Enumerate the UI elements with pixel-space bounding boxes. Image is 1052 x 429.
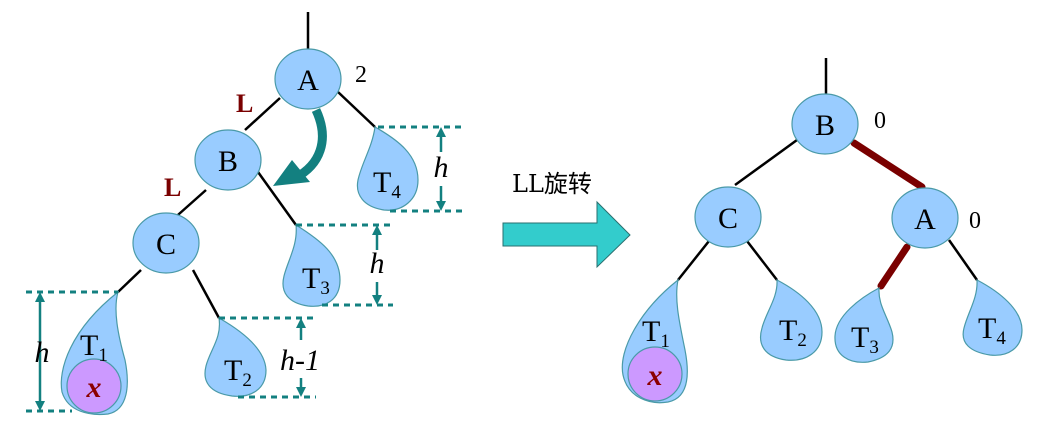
height-label-T3: h (370, 247, 385, 280)
subtree-T4-label: T4 (978, 312, 1006, 349)
edge-A-T3-highlight (877, 243, 911, 290)
edge-C-T1 (117, 269, 142, 293)
node-A (274, 48, 342, 110)
subtree-T2 (760, 278, 823, 361)
subtree-T4-label: T4 (373, 166, 401, 203)
node-B-label: B (218, 145, 238, 178)
inserted-node-x (627, 346, 683, 402)
node-A (891, 187, 959, 249)
subtree-T2-label: T2 (779, 314, 807, 351)
edge-C-T2 (191, 269, 221, 319)
edge-B-T3 (256, 171, 298, 226)
transition: LL旋转 (502, 170, 631, 269)
edge-A-B (244, 97, 281, 131)
subtree-T1-label: T1 (80, 329, 108, 366)
subtree-T3 (834, 286, 894, 363)
node-A-label: A (297, 64, 319, 97)
node-C (132, 212, 200, 274)
subtree-T3 (282, 223, 341, 307)
after-tree: x T1 T2 T3 T4 B 0 C A 0 (621, 58, 1023, 404)
direction-label-L1: L (236, 89, 253, 118)
edge-A-T4 (337, 91, 376, 128)
edge-C-T1 (677, 240, 710, 281)
node-B-label: B (815, 109, 835, 142)
operation-label: LL旋转 (512, 170, 592, 198)
direction-label-L2: L (164, 173, 181, 202)
subtree-T4 (356, 126, 419, 211)
edge-B-A-highlight (850, 139, 926, 191)
edge-C-T2 (746, 240, 778, 281)
node-C-label: C (718, 202, 738, 235)
edge-B-C (734, 138, 798, 187)
node-B (194, 129, 262, 191)
inserted-node-x (66, 358, 122, 414)
subtree-T3-label: T3 (302, 262, 330, 299)
height-label-T1: h (35, 336, 50, 369)
node-A-balance: 0 (969, 208, 981, 234)
inserted-label: x (647, 359, 663, 392)
node-C-label: C (156, 228, 176, 261)
node-B-balance: 0 (874, 108, 886, 134)
inserted-label: x (86, 371, 102, 404)
height-label-T2: h-1 (280, 344, 320, 377)
height-label-T4: h (434, 151, 449, 184)
right-arrow-icon (502, 200, 631, 269)
node-A-balance: 2 (355, 62, 367, 88)
node-B (791, 93, 859, 155)
subtree-T4 (962, 278, 1023, 356)
subtree-T2 (204, 316, 267, 397)
subtree-T3-label: T3 (851, 321, 879, 358)
node-A-label: A (914, 203, 936, 236)
edge-A-T4 (947, 239, 979, 281)
rotation-arrow-icon (292, 108, 327, 182)
before-tree: x T1 T2 T3 T4 A 2 B C L L h h (26, 12, 462, 416)
rotation-arrowhead-icon (273, 160, 310, 186)
subtree-T1-label: T1 (642, 315, 670, 352)
node-C (694, 186, 762, 248)
subtree-T2-label: T2 (224, 354, 252, 391)
